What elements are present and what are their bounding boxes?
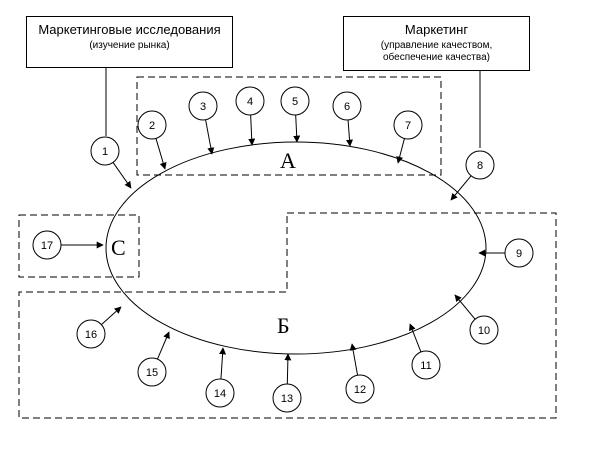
marketing-title: Маркетинг bbox=[404, 22, 469, 37]
region-b-boundary bbox=[18, 212, 557, 419]
region-b-label: Б bbox=[277, 313, 290, 338]
node-12-arrow bbox=[349, 343, 359, 376]
node-12-label: 12 bbox=[354, 384, 366, 396]
node-15-arrow bbox=[157, 331, 170, 360]
node-4-circle bbox=[235, 86, 265, 116]
marketing-subtitle-line2: обеспечение качества) bbox=[383, 52, 490, 63]
node-5-arrow bbox=[293, 114, 301, 143]
node-3-label: 3 bbox=[200, 101, 206, 113]
quality-loop-ellipse bbox=[105, 141, 487, 355]
node-10-label: 10 bbox=[478, 325, 490, 337]
market-research-box: Маркетинговые исследования (изучение рын… bbox=[26, 16, 233, 68]
node-3-circle bbox=[188, 91, 218, 121]
region-a-boundary bbox=[136, 76, 442, 176]
region-a-label: А bbox=[280, 148, 296, 173]
node-3-arrow bbox=[205, 119, 215, 155]
node-2-circle bbox=[137, 110, 167, 140]
node-14-label: 14 bbox=[214, 388, 226, 400]
node-15-circle bbox=[137, 357, 167, 387]
node-13-arrow bbox=[284, 353, 292, 385]
node-8-circle bbox=[465, 150, 495, 180]
node-11-arrow bbox=[409, 323, 422, 353]
node-6-label: 6 bbox=[344, 101, 350, 113]
node-11-label: 11 bbox=[420, 360, 431, 372]
node-16-label: 16 bbox=[85, 329, 97, 341]
node-4-arrow bbox=[248, 114, 256, 146]
node-8-arrow bbox=[450, 175, 472, 201]
node-14-arrow bbox=[219, 347, 227, 380]
node-1-label: 1 bbox=[102, 146, 108, 158]
node-17-circle bbox=[32, 230, 62, 260]
node-1-arrow bbox=[112, 162, 132, 189]
region-c-label: С bbox=[111, 235, 126, 260]
marketing-subtitle-line1: (управление качеством, bbox=[380, 40, 493, 51]
node-4-label: 4 bbox=[247, 96, 253, 108]
region-c-boundary bbox=[18, 214, 140, 278]
node-10-arrow bbox=[454, 294, 476, 320]
node-6-arrow bbox=[346, 119, 354, 147]
node-16-circle bbox=[76, 319, 106, 349]
node-15-label: 15 bbox=[146, 367, 158, 379]
market-research-subtitle: (изучение рынка) bbox=[89, 40, 170, 51]
node-12-circle bbox=[345, 374, 375, 404]
node-2-label: 2 bbox=[149, 120, 155, 132]
node-2-arrow bbox=[155, 138, 167, 170]
node-5-circle bbox=[280, 86, 310, 116]
node-7-arrow bbox=[396, 138, 405, 164]
node-16-arrow bbox=[101, 306, 122, 326]
node-1-circle bbox=[90, 136, 120, 166]
node-11-circle bbox=[411, 350, 441, 380]
node-6-circle bbox=[332, 91, 362, 121]
marketing-box: Маркетинг (управление качеством, обеспеч… bbox=[343, 16, 530, 71]
node-17-label: 17 bbox=[41, 240, 53, 252]
node-10-circle bbox=[469, 315, 499, 345]
node-5-label: 5 bbox=[292, 96, 298, 108]
node-7-circle bbox=[393, 110, 423, 140]
market-research-title: Маркетинговые исследования bbox=[38, 22, 221, 37]
node-9-circle bbox=[504, 238, 534, 268]
node-14-circle bbox=[205, 378, 235, 408]
node-8-label: 8 bbox=[477, 160, 483, 172]
node-13-label: 13 bbox=[281, 393, 293, 405]
node-7-label: 7 bbox=[405, 120, 411, 132]
node-9-label: 9 bbox=[516, 248, 522, 260]
node-13-circle bbox=[272, 383, 302, 413]
